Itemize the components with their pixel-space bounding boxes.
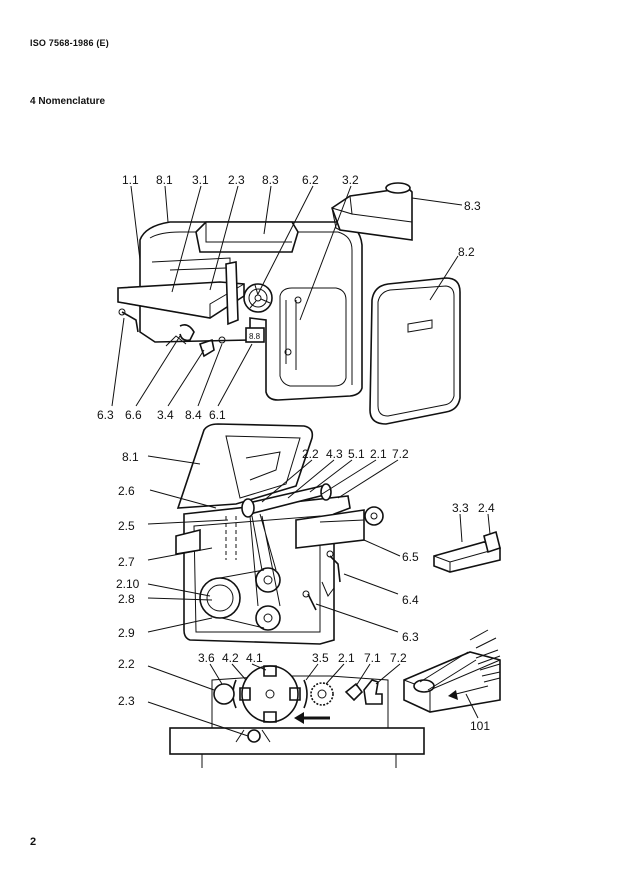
section-bed	[169, 727, 425, 755]
label-2-5: 2.5	[118, 519, 135, 533]
label-8-3: 8.3	[262, 173, 279, 187]
label-8-1-open: 8.1	[122, 450, 139, 464]
rating-plate	[245, 327, 265, 343]
label-3-5: 3.5	[312, 651, 329, 665]
section-title: 4 Nomenclature	[30, 96, 106, 107]
label-2-3: 2.3	[228, 173, 245, 187]
cutter-section-figure: 2.2 2.3 3.6 4.2 4.1 3.5 2.1 7.1 7.2	[118, 651, 425, 768]
label-101: 101	[470, 719, 490, 733]
label-7-2-section: 7.2	[390, 651, 407, 665]
label-2-7: 2.7	[118, 555, 135, 569]
opened-cover	[176, 423, 314, 509]
label-2-1-section: 2.1	[338, 651, 355, 665]
label-2-1: 2.1	[370, 447, 387, 461]
label-2-9: 2.9	[118, 626, 135, 640]
page-number: 2	[30, 836, 37, 848]
label-5-1: 5.1	[348, 447, 365, 461]
label-6-5: 6.5	[402, 550, 419, 564]
label-6-6: 6.6	[125, 408, 142, 422]
top-cover	[195, 221, 299, 253]
label-2-10: 2.10	[116, 577, 140, 591]
label-2-8: 2.8	[118, 592, 135, 606]
open-housing	[183, 495, 351, 645]
side-panel	[369, 277, 461, 425]
handwheel	[243, 283, 273, 313]
label-8-3-hood: 8.3	[464, 199, 481, 213]
label-2-2: 2.2	[302, 447, 319, 461]
label-2-3-section: 2.3	[118, 694, 135, 708]
label-6-3: 6.3	[97, 408, 114, 422]
machine-overview-figure: 8.8 1.1 8.1	[97, 173, 481, 425]
label-2-4: 2.4	[478, 501, 495, 515]
label-7-2: 7.2	[392, 447, 409, 461]
dust-hood	[331, 182, 413, 241]
machine-open-figure: 8.1 2.6 2.5 2.7 2.10 2.8 2.9 2.2 4.3 5.1…	[116, 423, 419, 645]
label-4-3: 4.3	[326, 447, 343, 461]
label-3-2: 3.2	[342, 173, 359, 187]
label-8-4: 8.4	[185, 408, 202, 422]
label-1-1: 1.1	[122, 173, 139, 187]
label-2-2-section: 2.2	[118, 657, 135, 671]
belt-drive	[199, 513, 281, 631]
label-6-2: 6.2	[302, 173, 319, 187]
label-3-1: 3.1	[192, 173, 209, 187]
label-3-3: 3.3	[452, 501, 469, 515]
plate-label: 8.8	[249, 332, 261, 341]
label-4-2: 4.2	[222, 651, 239, 665]
label-4-1: 4.1	[246, 651, 263, 665]
label-6-1: 6.1	[209, 408, 226, 422]
workpiece-figure: 101	[403, 629, 501, 733]
label-6-3-open: 6.3	[402, 630, 419, 644]
label-3-6: 3.6	[198, 651, 215, 665]
label-8-1: 8.1	[156, 173, 173, 187]
label-8-2: 8.2	[458, 245, 475, 259]
label-3-4: 3.4	[157, 408, 174, 422]
label-7-1: 7.1	[364, 651, 381, 665]
push-block-figure: 3.3 2.4	[433, 501, 501, 573]
label-2-6: 2.6	[118, 484, 135, 498]
label-6-4: 6.4	[402, 593, 419, 607]
standard-header: ISO 7568-1986 (E)	[30, 38, 109, 48]
machine-housing	[139, 221, 363, 401]
